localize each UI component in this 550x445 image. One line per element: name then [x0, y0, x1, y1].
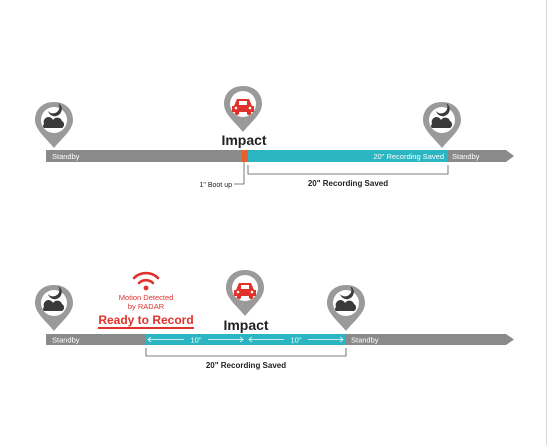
recording-saved-bar-label: 20" Recording Saved: [373, 152, 444, 161]
standby-bar-left: [46, 150, 242, 162]
radar-text-line1: Motion Detected: [119, 293, 174, 302]
recording-bracket: [145, 348, 347, 357]
pin-standby-left: [35, 285, 73, 331]
standby-bar-left: [46, 334, 146, 345]
impact-label: Impact: [223, 317, 268, 333]
pin-impact: [226, 270, 264, 316]
recording-bar: [146, 334, 346, 345]
boot-up-label: 1" Boot up: [200, 182, 233, 189]
standby-label-left: Standby: [52, 336, 80, 345]
standby-label-right: Standby: [351, 336, 379, 345]
pin-standby-right: [423, 102, 461, 148]
boot-segment: [242, 150, 248, 162]
boot-leader-line: [234, 162, 245, 185]
radar-text-line2: by RADAR: [128, 302, 165, 311]
wifi-signal-icon: [132, 271, 160, 291]
bracket-label: 20" Recording Saved: [308, 179, 388, 188]
scenario-2: Motion Detected by RADAR Ready to Record…: [35, 270, 514, 370]
pin-standby-right: [327, 285, 365, 331]
bracket-label: 20" Recording Saved: [206, 361, 286, 370]
right-edge-divider: [546, 0, 547, 445]
ready-underline: [98, 327, 194, 329]
recording-bracket: [247, 165, 449, 175]
impact-label: Impact: [221, 132, 266, 148]
segment-arrows: [147, 336, 344, 343]
ready-to-record-label: Ready to Record: [98, 313, 193, 327]
segment-label-before: 10": [190, 336, 201, 345]
scenario-1: Impact Standby 20" Recording Saved Stand…: [35, 86, 514, 189]
segment-label-after: 10": [290, 336, 301, 345]
standby-bar-right: [448, 150, 514, 162]
standby-label-left: Standby: [52, 152, 80, 161]
pin-standby-left: [35, 102, 73, 148]
standby-bar-right: [346, 334, 514, 345]
pin-impact: [224, 86, 262, 132]
standby-label-right: Standby: [452, 152, 480, 161]
recording-bar: [248, 150, 448, 162]
